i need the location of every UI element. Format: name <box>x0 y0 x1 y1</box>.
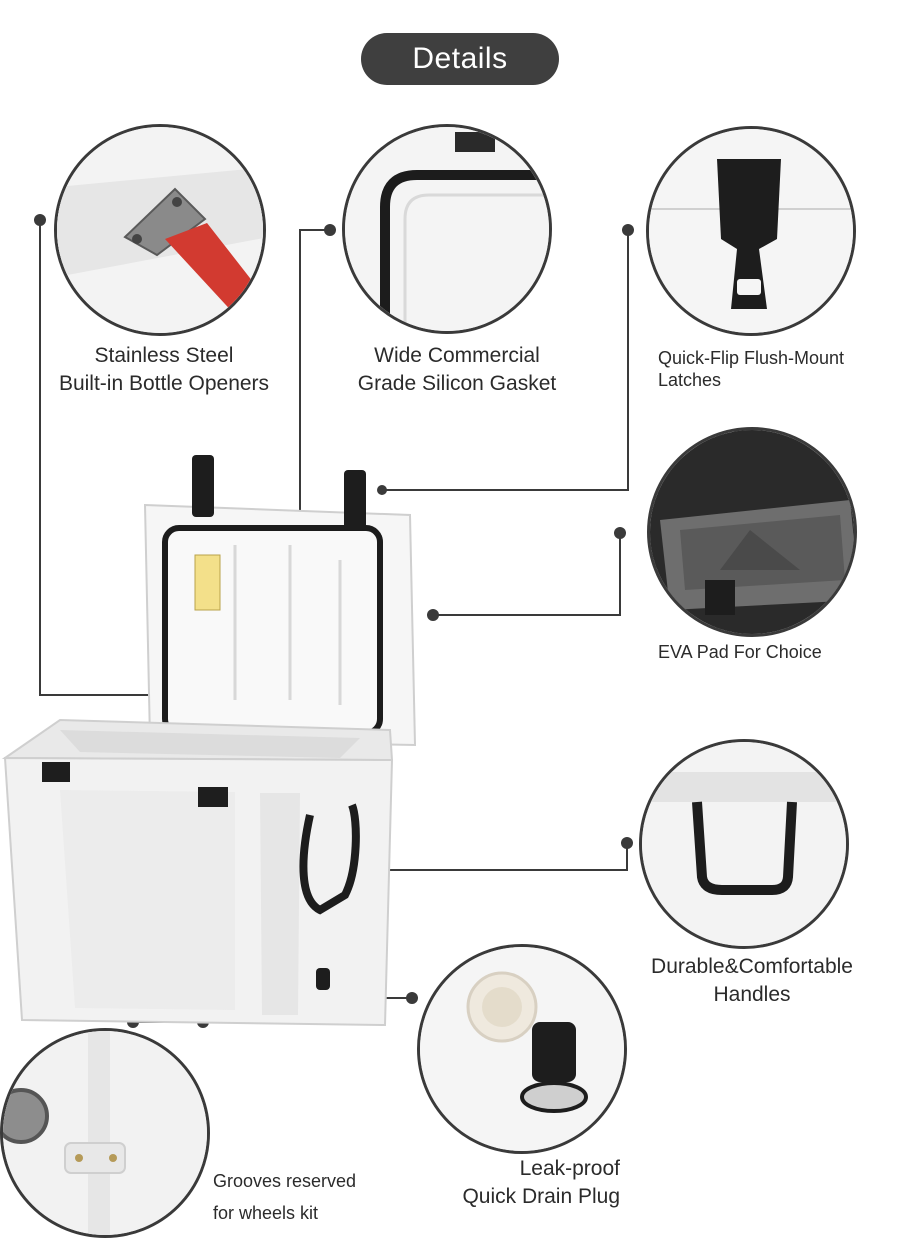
callout-dot <box>621 837 633 849</box>
caption-gasket: Wide Commercial Grade Silicon Gasket <box>357 344 557 395</box>
side-handle <box>299 803 360 915</box>
wheel-grooves-photo <box>3 1031 207 1235</box>
latch-photo <box>649 129 853 333</box>
details-title-pill: Details <box>361 33 559 85</box>
drain-plug <box>316 968 330 990</box>
callout-dot <box>377 485 387 495</box>
circle-handles <box>639 739 849 949</box>
drain-plug-photo <box>420 947 624 1151</box>
circle-wheel-grooves <box>0 1028 210 1238</box>
callout-dot <box>614 527 626 539</box>
callout-dot <box>406 992 418 1004</box>
callout-dot <box>34 214 46 226</box>
caption-handles: Durable&Comfortable Handles <box>651 955 853 1006</box>
callout-dot <box>427 609 439 621</box>
callout-dot <box>622 224 634 236</box>
latch-strap-left <box>192 455 214 517</box>
details-title: Details <box>412 42 508 75</box>
caption-latches: Quick-Flip Flush-Mount Latches <box>658 348 845 390</box>
eva-pad-photo <box>650 430 854 634</box>
bottle-opener-photo <box>57 127 263 333</box>
caption-bottle-opener: Stainless Steel Built-in Bottle Openers <box>58 344 270 395</box>
caption-eva-pad: EVA Pad For Choice <box>658 642 822 662</box>
handle-photo <box>642 742 846 946</box>
gasket-photo <box>345 127 549 331</box>
warning-label <box>194 554 221 611</box>
caption-drain-plug: Leak-proof Quick Drain Plug <box>462 1157 620 1208</box>
circle-gasket <box>342 124 552 334</box>
circle-bottle-opener <box>54 124 266 336</box>
caption-wheel-grooves: Grooves reserved for wheels kit <box>213 1171 357 1223</box>
body-latch-left <box>42 762 70 782</box>
circle-eva-pad <box>647 427 857 637</box>
circle-latches <box>646 126 856 336</box>
latch-strap-right <box>344 470 366 530</box>
body-latch-right <box>198 787 228 807</box>
callout-dot <box>324 224 336 236</box>
circle-drain-plug <box>417 944 627 1154</box>
